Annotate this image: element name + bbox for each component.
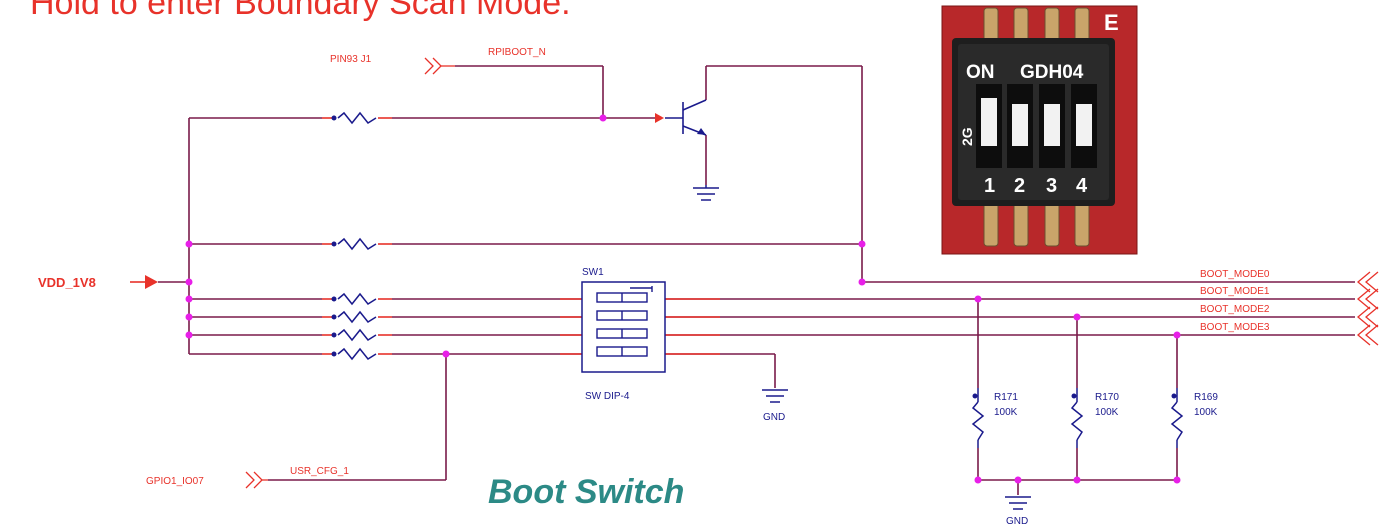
emitter-arrow: [697, 128, 706, 135]
pulldown-resistors: [971, 388, 1184, 448]
net-label-gpio: GPIO1_IO07: [146, 476, 204, 487]
caption-boot-switch: Boot Switch: [488, 473, 684, 511]
net-label-boot-mode3: BOOT_MODE3: [1200, 322, 1270, 333]
resistor-r170: [1070, 401, 1084, 441]
offpage-connector-gpio: [245, 471, 268, 489]
net-label-usr-cfg: USR_CFG_1: [290, 466, 349, 477]
gnd-symbol-transistor: [693, 185, 719, 201]
dip-switch-photo: ON GDH04 2G 1 2 3 4 E: [941, 5, 1138, 255]
resistor-r169: [1170, 401, 1184, 441]
photo-switch-number-2: 2: [1014, 175, 1025, 197]
junction-nodes: [185, 114, 1181, 484]
switch-value: SW DIP-4: [585, 391, 630, 402]
resistor-row6: [337, 347, 377, 361]
net-label-rpiboot: RPIBOOT_N: [488, 47, 546, 58]
photo-switch-number-4: 4: [1076, 175, 1088, 197]
gnd-symbol-pulldown: [1005, 496, 1031, 510]
pulldown-pin-dots: [972, 393, 1177, 399]
net-label-boot-mode2: BOOT_MODE2: [1200, 304, 1270, 315]
dip-switch-symbol: [581, 281, 666, 373]
series-resistors: [337, 111, 377, 361]
gnd-symbol-switch: [762, 389, 788, 403]
offpage-connector-pin93: [424, 57, 455, 75]
gnd-label-switch: GND: [763, 412, 785, 423]
r169-value: 100K: [1194, 407, 1218, 418]
photo-switch-number-1: 1: [984, 175, 995, 197]
resistor-r171: [971, 401, 985, 441]
net-label-pin93: PIN93 J1: [330, 54, 372, 65]
resistor-row2: [337, 237, 377, 251]
photo-part-label: GDH04: [1020, 62, 1084, 83]
resistor-pin1-dots: [331, 115, 337, 357]
net-label-boot-mode0: BOOT_MODE0: [1200, 269, 1270, 280]
switch-ref: SW1: [582, 267, 604, 278]
power-net-label: VDD_1V8: [38, 275, 96, 290]
photo-corner-mark: E: [1104, 10, 1119, 35]
gnd-label-pulldown: GND: [1006, 516, 1028, 527]
base-arrow: [655, 113, 664, 123]
net-label-boot-mode1: BOOT_MODE1: [1200, 286, 1270, 297]
r170-ref: R170: [1095, 392, 1119, 403]
r170-value: 100K: [1095, 407, 1119, 418]
power-port-arrow: [145, 275, 158, 289]
npn-transistor: [665, 99, 707, 136]
resistor-row4: [337, 310, 377, 324]
wires: [158, 65, 1355, 495]
photo-side-label: 2G: [959, 127, 975, 146]
r171-value: 100K: [994, 407, 1018, 418]
r171-ref: R171: [994, 392, 1018, 403]
offpage-connectors-boot-mode: [1356, 271, 1379, 346]
resistor-row1: [337, 111, 377, 125]
r169-ref: R169: [1194, 392, 1218, 403]
resistor-row5: [337, 328, 377, 342]
photo-on-label: ON: [966, 62, 995, 83]
resistor-row3: [337, 292, 377, 306]
header-text: Hold to enter Boundary Scan Mode.: [30, 0, 571, 22]
photo-switch-number-3: 3: [1046, 175, 1057, 197]
